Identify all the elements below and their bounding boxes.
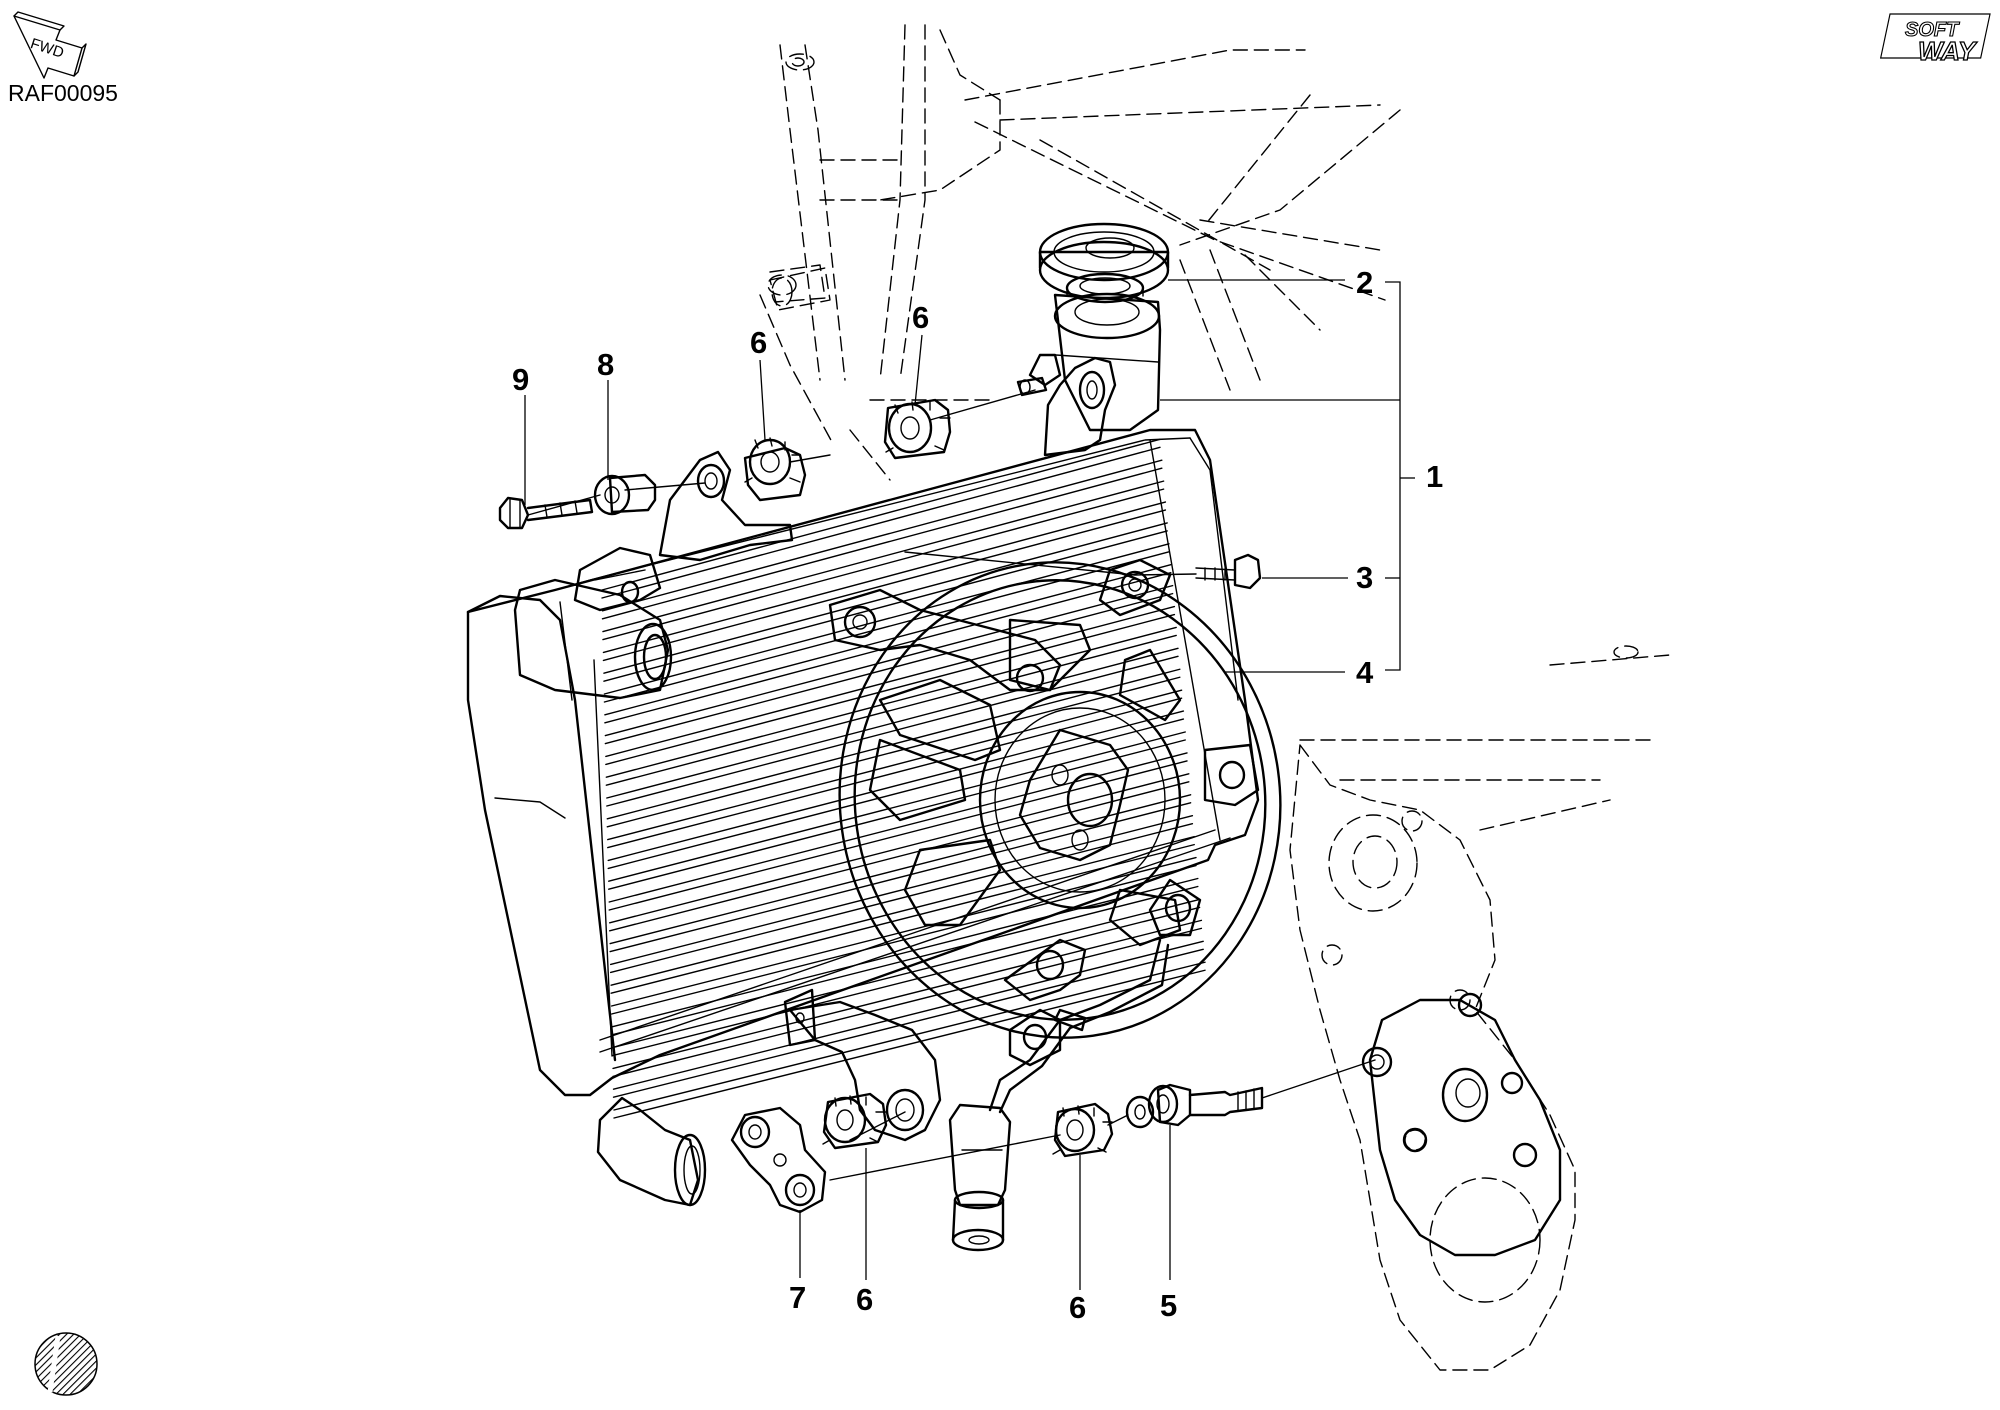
svg-text:SOFT: SOFT: [1905, 19, 1960, 41]
spacer-washer: [593, 473, 657, 516]
radiator-upper-left-bracket: [658, 450, 794, 562]
svg-text:WAY: WAY: [1918, 36, 1978, 66]
radiator-fins: [601, 438, 1206, 1119]
radiator-fin: [607, 689, 1183, 841]
radiator-fin: [610, 856, 1197, 1007]
radiator-fin-edge: [601, 467, 1163, 620]
rubber-grommet-bottom-left: [822, 1092, 888, 1150]
fixing-screw: [1195, 553, 1262, 590]
radiator-fin: [605, 605, 1176, 758]
radiator-fin-edge: [601, 446, 1161, 599]
radiator-fin: [604, 584, 1174, 737]
radiator-fin: [601, 438, 1161, 591]
radiator-fin-edge: [606, 655, 1179, 807]
callout-7: 7: [789, 1280, 806, 1315]
rubber-grommet-top-center: [883, 398, 952, 460]
radiator-fin: [611, 898, 1201, 1049]
radiator-fin: [611, 877, 1199, 1028]
callout-9: 9: [512, 362, 529, 397]
fixing-plate: [730, 1106, 827, 1214]
radiator-fin: [609, 815, 1194, 966]
radiator-fin: [603, 522, 1168, 674]
radiator-fin-edge: [611, 885, 1199, 1036]
radiator-fin-edge: [610, 843, 1195, 994]
radiator-fin: [602, 480, 1165, 633]
callout-6-upper-right: 6: [912, 300, 929, 335]
radiator-fin-edge: [609, 823, 1194, 974]
radiator-fin: [612, 940, 1204, 1090]
radiator: [466, 428, 1260, 1097]
radiator-fin-edge: [611, 906, 1201, 1057]
radiator-fin-edge: [608, 781, 1190, 932]
radiator-cap: [1038, 222, 1170, 300]
callout-1: 1: [1426, 459, 1443, 494]
radiator-fin-edge: [612, 948, 1204, 1098]
assembly-centerlines: [527, 294, 1197, 1181]
stud-bolt: [1147, 1059, 1376, 1127]
radiator-fin: [604, 564, 1172, 716]
radiator-fin-edge: [602, 509, 1167, 662]
radiator-lower-tab: [783, 988, 817, 1047]
radiator-fin: [607, 710, 1185, 862]
frame-bushing-phantom: [767, 264, 826, 303]
frame-phantom-outline: [769, 24, 1671, 831]
radiator-fin-edge: [605, 613, 1176, 766]
callout-6-upper-left: 6: [750, 325, 767, 360]
radiator-fin-edge: [603, 530, 1168, 682]
radiator-upper-right-bracket: [1043, 356, 1117, 457]
callout-6-lower-left: 6: [856, 1282, 873, 1317]
filler-neck-gasket: [1065, 272, 1145, 304]
flange-bolt: [498, 496, 594, 530]
radiator-fin: [608, 773, 1190, 924]
radiator-fin: [610, 835, 1195, 986]
radiator-fin-edge: [607, 718, 1185, 870]
radiator-fin-edge: [609, 802, 1192, 953]
softway-logo: SOFT WAY: [1879, 13, 1991, 67]
radiator-upper-hose: [513, 578, 673, 700]
radiator-fin-edge: [603, 551, 1170, 703]
radiator-fin: [608, 752, 1188, 903]
callout-8: 8: [597, 347, 614, 382]
drawing-code: RAF00095: [8, 80, 118, 106]
radiator-fin: [602, 501, 1167, 654]
callout-3: 3: [1356, 560, 1373, 595]
catalog-badge-icon: [34, 1332, 98, 1396]
radiator-lower-bracket: [788, 1000, 942, 1142]
radiator-lower-hose: [596, 1096, 707, 1207]
radiator-fin-edge: [604, 592, 1174, 745]
fan-connector: [948, 1103, 1012, 1252]
radiator-fin-edge: [606, 676, 1181, 828]
callout-4: 4: [1356, 655, 1374, 690]
callout-6-lower-right: 6: [1069, 1290, 1086, 1325]
generator-cover-bracket: [1361, 992, 1562, 1257]
radiator-fin-edge: [608, 739, 1186, 890]
radiator-fin-edge: [612, 927, 1203, 1078]
callout-2: 2: [1356, 265, 1373, 300]
callout-leaders: [524, 279, 1415, 1290]
callout-labels: 2 1 3 4 9 8 6 6 7 6 6 5: [512, 265, 1443, 1325]
radiator-fin: [613, 961, 1206, 1111]
stud-washer: [1125, 1095, 1155, 1129]
fwd-arrow-icon: FWD: [13, 11, 87, 79]
radiator-fin: [612, 919, 1203, 1070]
engine-cover-phantom: [1289, 744, 1576, 1371]
radiator-fin-edge: [608, 760, 1188, 911]
rubber-grommet-top-left: [743, 437, 807, 502]
callout-5: 5: [1160, 1288, 1177, 1323]
rubber-grommet-bottom-right: [1052, 1102, 1114, 1158]
radiator-fin-edge: [613, 969, 1206, 1119]
radiator-fin: [608, 731, 1186, 882]
radiator-fin-edge: [602, 488, 1165, 641]
radiator-fin: [605, 626, 1177, 778]
radiator-fin: [601, 459, 1163, 612]
radiator-fin: [609, 794, 1192, 945]
fan-wiring-harness: [988, 938, 1170, 1114]
radiator-fin-edge: [607, 697, 1183, 849]
